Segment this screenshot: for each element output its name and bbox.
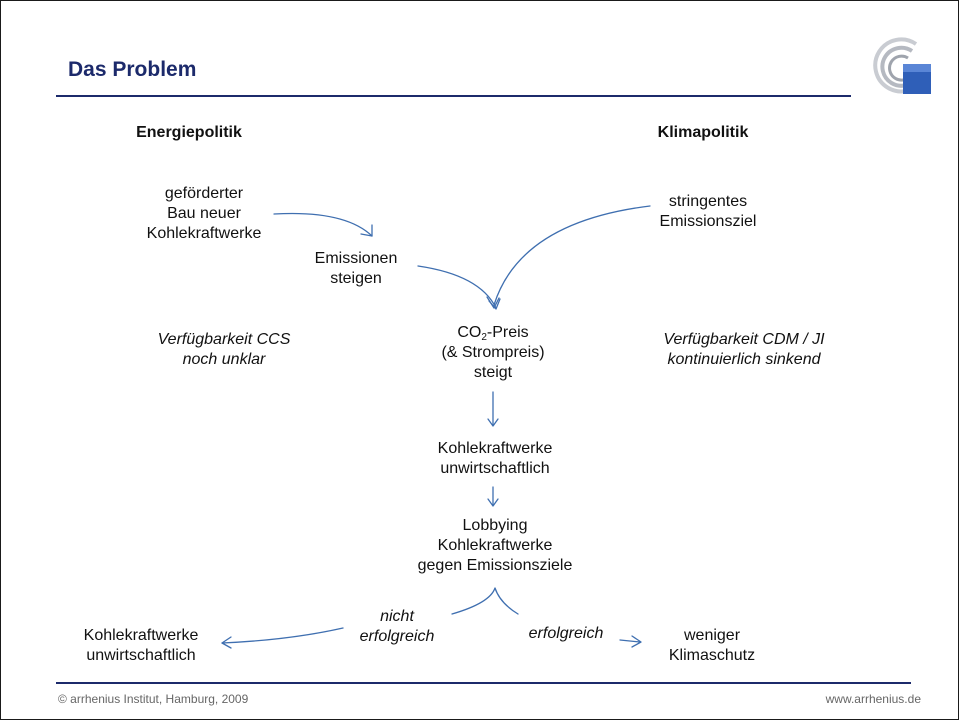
node-cdm-availability: Verfügbarkeit CDM / JI kontinuierlich si… xyxy=(663,330,824,370)
node-emission-target: stringentes Emissionsziel xyxy=(660,192,757,232)
node-line: steigen xyxy=(330,270,382,287)
node-line: steigt xyxy=(473,364,513,381)
node-line: gegen Emissionsziele xyxy=(417,557,573,574)
footer-website: www.arrhenius.de xyxy=(825,692,921,706)
node-line: erfolgreich xyxy=(359,628,435,645)
arrow-to-outcome-right xyxy=(619,635,642,648)
node-line: Kohlekraftwerke xyxy=(83,627,199,644)
heading-energiepolitik: Energiepolitik xyxy=(136,124,242,141)
arrow-co2-to-uneconomic xyxy=(487,391,499,427)
node-line: Emissionsziel xyxy=(659,213,757,230)
arrow-lobbying-split xyxy=(451,587,519,615)
node-line: Verfügbarkeit CDM / JI xyxy=(663,331,825,348)
label-successful: erfolgreich xyxy=(528,625,604,642)
co2-subscript: 2 xyxy=(481,332,487,343)
node-line: nicht xyxy=(380,608,414,625)
node-line: Emissionen xyxy=(314,250,398,267)
node-ccs-availability: Verfügbarkeit CCS noch unklar xyxy=(158,330,291,370)
node-outcome-less-climate-protection: weniger Klimaschutz xyxy=(669,626,755,666)
footer-divider xyxy=(56,682,911,684)
arrow-to-outcome-left xyxy=(221,627,344,649)
node-emissions-rise: Emissionen steigen xyxy=(315,249,398,289)
heading-klimapolitik: Klimapolitik xyxy=(657,124,749,141)
node-line: Kohlekraftwerke xyxy=(437,537,553,554)
node-line: Kohlekraftwerke xyxy=(437,440,553,457)
slide-title: Das Problem xyxy=(68,58,197,81)
node-coal-plant-build: geförderter Bau neuer Kohlekraftwerke xyxy=(147,184,262,244)
node-line: unwirtschaftlich xyxy=(440,460,550,477)
node-coal-uneconomic: Kohlekraftwerke unwirtschaftlich xyxy=(438,439,553,479)
node-line: Kohlekraftwerke xyxy=(146,225,262,242)
footer-copyright: © arrhenius Institut, Hamburg, 2009 xyxy=(58,692,249,706)
arrow-build-to-emissions xyxy=(273,212,373,237)
node-line: unwirtschaftlich xyxy=(86,647,196,664)
arrhenius-logo-icon xyxy=(873,37,931,94)
node-line: noch unklar xyxy=(182,351,266,368)
co2-suffix: -Preis xyxy=(486,324,529,341)
node-line: (& Strompreis) xyxy=(441,344,545,361)
node-outcome-coal-uneconomic: Kohlekraftwerke unwirtschaftlich xyxy=(84,626,199,666)
arrow-target-to-co2 xyxy=(486,205,651,309)
co2-prefix: CO xyxy=(457,324,482,341)
node-line: geförderter xyxy=(164,185,244,202)
arrow-emissions-to-co2 xyxy=(417,265,501,310)
node-co2-price: CO2-Preis (& Strompreis) steigt xyxy=(441,323,544,383)
node-line: weniger xyxy=(683,627,741,644)
node-line: Lobbying xyxy=(462,517,528,534)
node-line: Bau neuer xyxy=(167,205,241,222)
node-line: kontinuierlich sinkend xyxy=(667,351,821,368)
title-divider xyxy=(56,95,851,97)
arrow-uneconomic-to-lobbying xyxy=(487,486,499,507)
node-line: Verfügbarkeit CCS xyxy=(157,331,291,348)
label-not-successful: nicht erfolgreich xyxy=(360,607,435,647)
node-line: CO2-Preis xyxy=(441,323,544,343)
node-line: Klimaschutz xyxy=(668,647,756,664)
node-lobbying: Lobbying Kohlekraftwerke gegen Emissions… xyxy=(418,516,573,576)
node-line: stringentes xyxy=(668,193,748,210)
